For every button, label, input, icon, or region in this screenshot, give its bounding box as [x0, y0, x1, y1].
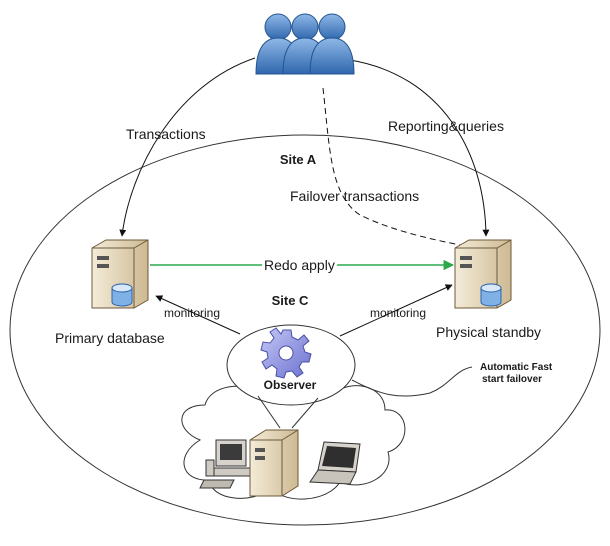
failover-label: Failover transactions	[290, 188, 419, 204]
primary-server-icon	[91, 239, 149, 309]
transactions-label: Transactions	[126, 126, 206, 142]
site-a-label: Site A	[280, 152, 317, 167]
users-group-icon	[255, 13, 355, 75]
site-a-boundary	[9, 134, 601, 526]
reporting-label: Reporting&queries	[388, 118, 504, 134]
site-c-label: Site C	[272, 293, 309, 308]
redo-apply-label: Redo apply	[264, 257, 335, 273]
monitoring-right-arrow	[339, 284, 453, 337]
observer-link-left	[257, 395, 281, 429]
laptop-icon	[309, 441, 361, 485]
auto-failover-label-line1: Automatic Fast	[480, 362, 553, 373]
failover-arrow	[322, 87, 471, 250]
gear-icon	[260, 327, 312, 379]
standby-server-icon	[454, 239, 512, 309]
observer-link-right	[291, 397, 319, 429]
server-tower-icon	[249, 429, 299, 497]
auto-failover-label-line2: start failover	[482, 374, 542, 385]
reporting-arrow	[349, 59, 490, 237]
observer-label: Observer	[264, 378, 317, 392]
primary-database-label: Primary database	[55, 330, 165, 346]
auto-failover-connector	[351, 366, 473, 397]
monitoring-right-label: monitoring	[370, 306, 426, 320]
desktop-computer-icon	[199, 439, 255, 489]
monitoring-left-arrow	[155, 295, 241, 335]
monitoring-left-label: monitoring	[164, 306, 220, 320]
physical-standby-label: Physical standby	[436, 324, 541, 340]
transactions-arrow	[119, 57, 256, 237]
